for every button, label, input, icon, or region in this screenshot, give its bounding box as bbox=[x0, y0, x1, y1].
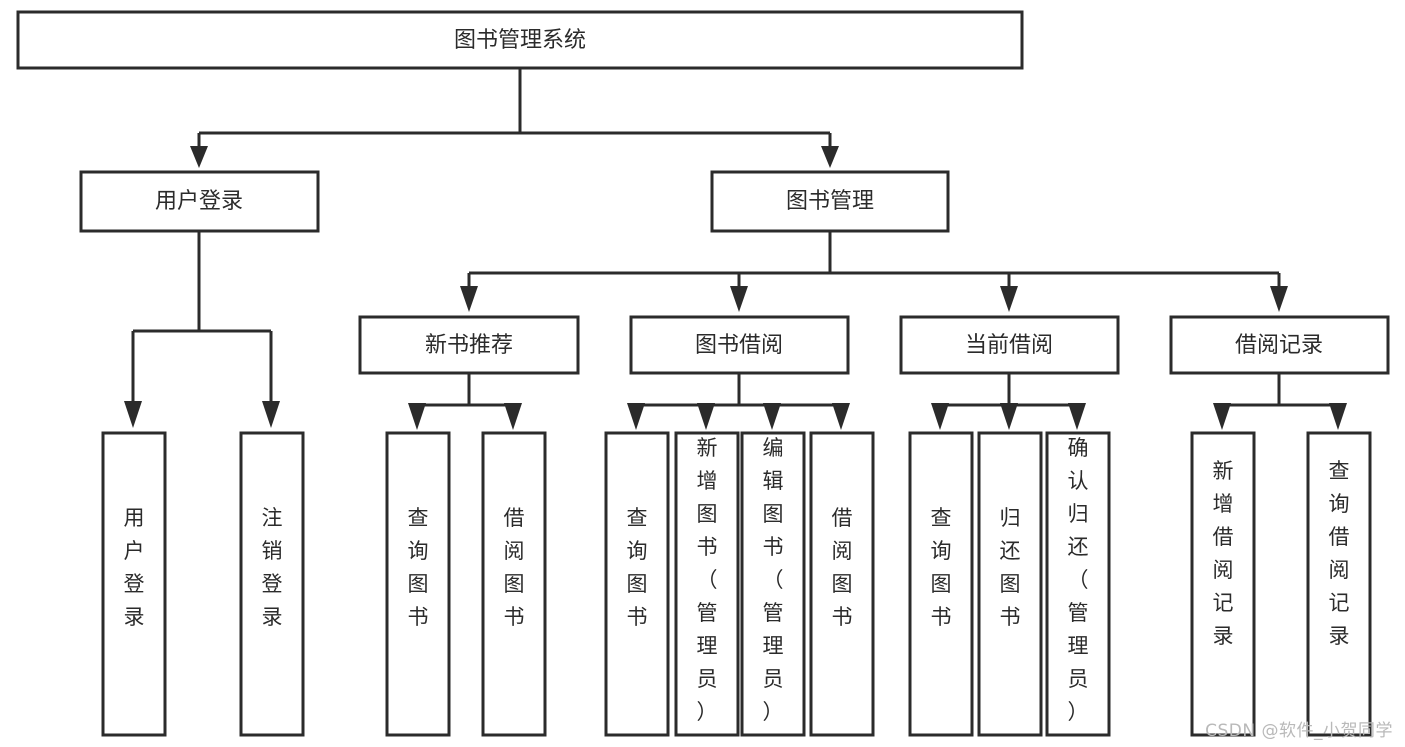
leaf-box[interactable] bbox=[604, 431, 670, 737]
leaf-node[interactable]: 注销登录 bbox=[239, 431, 305, 737]
leaf-box[interactable] bbox=[809, 431, 875, 737]
leaf-node[interactable]: 确认归还（管理员） bbox=[1045, 431, 1111, 737]
leaf-box[interactable] bbox=[385, 431, 451, 737]
node-book-management[interactable]: 图书管理 bbox=[710, 170, 950, 233]
connector-bookmgmt-to-level3 bbox=[460, 231, 1288, 312]
arrow-head-icon bbox=[1213, 403, 1231, 430]
leaf-box[interactable] bbox=[674, 431, 740, 737]
node-current-borrow[interactable]: 当前借阅 bbox=[899, 315, 1120, 375]
arrow-head-icon bbox=[262, 401, 280, 428]
leaf-label: 查询借阅记录 bbox=[1329, 459, 1350, 648]
leaf-node[interactable]: 新增借阅记录 bbox=[1190, 431, 1256, 737]
leaf-box[interactable] bbox=[1045, 431, 1111, 737]
leaf-label: 归还图书 bbox=[1000, 506, 1021, 629]
arrow-head-icon bbox=[931, 403, 949, 430]
arrow-head-icon bbox=[1329, 403, 1347, 430]
leaf-node[interactable]: 查询图书 bbox=[604, 431, 670, 737]
arrow-head-icon bbox=[627, 403, 645, 430]
leaf-box[interactable] bbox=[1190, 431, 1256, 737]
leaf-box[interactable] bbox=[908, 431, 974, 737]
node-book-borrow-label: 图书借阅 bbox=[695, 333, 783, 358]
leaf-node[interactable]: 查询借阅记录 bbox=[1306, 431, 1372, 737]
leaf-label: 查询图书 bbox=[408, 506, 429, 629]
connector-current-to-leaves bbox=[931, 373, 1086, 430]
leaf-node[interactable]: 查询图书 bbox=[908, 431, 974, 737]
node-root-label: 图书管理系统 bbox=[454, 28, 586, 53]
node-book-management-box[interactable] bbox=[710, 170, 950, 233]
leaf-node[interactable]: 归还图书 bbox=[977, 431, 1043, 737]
arrow-head-icon bbox=[821, 146, 839, 168]
node-user-login-label: 用户登录 bbox=[155, 189, 243, 214]
leaf-box[interactable] bbox=[1306, 431, 1372, 737]
connector-newbook-to-leaves bbox=[408, 373, 522, 430]
node-current-borrow-label: 当前借阅 bbox=[965, 333, 1053, 358]
node-borrow-record[interactable]: 借阅记录 bbox=[1169, 315, 1390, 375]
leaf-box[interactable] bbox=[977, 431, 1043, 737]
leaf-label: 查询图书 bbox=[931, 506, 952, 629]
leaf-label: 新增借阅记录 bbox=[1213, 459, 1234, 648]
node-borrow-record-box[interactable] bbox=[1169, 315, 1390, 375]
node-new-book-recommend[interactable]: 新书推荐 bbox=[358, 315, 580, 375]
node-root[interactable]: 图书管理系统 bbox=[16, 10, 1024, 70]
arrow-head-icon bbox=[460, 286, 478, 312]
leaf-label: 编辑图书（管理员） bbox=[763, 436, 784, 724]
leaf-label: 注销登录 bbox=[262, 506, 283, 629]
leaf-node[interactable]: 新增图书（管理员） bbox=[674, 431, 740, 737]
leaf-box[interactable] bbox=[239, 431, 305, 737]
node-current-borrow-box[interactable] bbox=[899, 315, 1120, 375]
arrow-head-icon bbox=[763, 403, 781, 430]
leaf-label: 确认归还（管理员） bbox=[1068, 436, 1089, 724]
node-book-borrow[interactable]: 图书借阅 bbox=[629, 315, 850, 375]
arrow-head-icon bbox=[697, 403, 715, 430]
leaf-label: 借阅图书 bbox=[832, 506, 853, 629]
leaf-node[interactable]: 查询图书 bbox=[385, 431, 451, 737]
node-new-book-recommend-box[interactable] bbox=[358, 315, 580, 375]
leaf-node[interactable]: 编辑图书（管理员） bbox=[740, 431, 806, 737]
node-user-login-box[interactable] bbox=[79, 170, 320, 233]
arrow-head-icon bbox=[730, 286, 748, 312]
leaf-box[interactable] bbox=[101, 431, 167, 737]
arrow-head-icon bbox=[832, 403, 850, 430]
arrow-head-icon bbox=[504, 403, 522, 430]
leaf-node[interactable]: 用户登录 bbox=[101, 431, 167, 737]
node-book-management-label: 图书管理 bbox=[786, 189, 874, 214]
arrow-head-icon bbox=[1000, 403, 1018, 430]
arrow-head-icon bbox=[408, 403, 426, 430]
connector-record-to-leaves bbox=[1213, 373, 1347, 430]
arrow-head-icon bbox=[190, 146, 208, 168]
leaf-label: 查询图书 bbox=[627, 506, 648, 629]
connector-root-to-level2 bbox=[190, 68, 839, 168]
leaf-box[interactable] bbox=[740, 431, 806, 737]
leaf-box[interactable] bbox=[481, 431, 547, 737]
connector-userlogin-to-leaves bbox=[124, 231, 280, 428]
leaf-label: 借阅图书 bbox=[504, 506, 525, 629]
node-user-login[interactable]: 用户登录 bbox=[79, 170, 320, 233]
arrow-head-icon bbox=[1068, 403, 1086, 430]
arrow-head-icon bbox=[1270, 286, 1288, 312]
leaf-label: 用户登录 bbox=[124, 506, 145, 629]
connector-borrow-to-leaves bbox=[627, 373, 850, 430]
leaf-node[interactable]: 借阅图书 bbox=[809, 431, 875, 737]
node-new-book-recommend-label: 新书推荐 bbox=[425, 333, 513, 358]
node-borrow-record-label: 借阅记录 bbox=[1235, 333, 1323, 358]
leaf-node[interactable]: 借阅图书 bbox=[481, 431, 547, 737]
node-book-borrow-box[interactable] bbox=[629, 315, 850, 375]
arrow-head-icon bbox=[124, 401, 142, 428]
arrow-head-icon bbox=[1000, 286, 1018, 312]
node-root-box[interactable] bbox=[16, 10, 1024, 70]
leaf-label: 新增图书（管理员） bbox=[697, 436, 718, 724]
